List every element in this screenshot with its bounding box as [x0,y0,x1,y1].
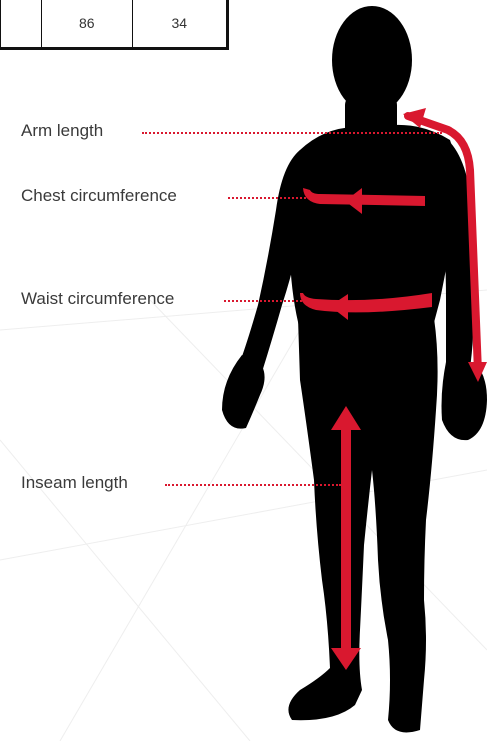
waist-circumference-label: Waist circumference [21,289,174,309]
arm-length-label: Arm length [21,121,103,141]
waist-circumference-leader-line [224,300,302,302]
body-silhouette [222,6,487,732]
inseam-length-leader-line [165,484,341,486]
chest-circumference-leader-line [228,197,306,199]
inseam-arrow-line [341,420,351,656]
inseam-length-label: Inseam length [21,473,128,493]
arm-length-leader-line [142,132,442,134]
chest-circumference-label: Chest circumference [21,186,177,206]
